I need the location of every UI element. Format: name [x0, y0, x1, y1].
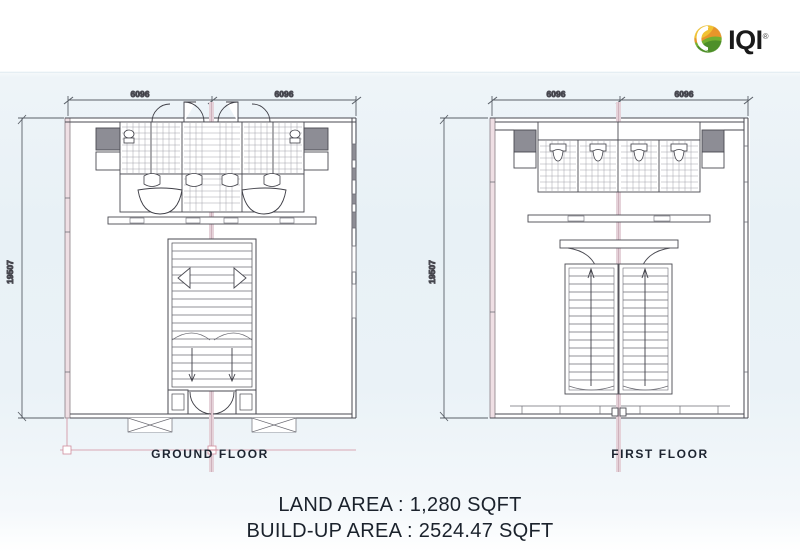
ground-porch-panels	[127, 417, 297, 433]
ground-side-dimension-line	[17, 114, 64, 422]
page-header: IQI®	[0, 0, 800, 72]
brand-logo: IQI®	[693, 22, 769, 55]
ground-hall-markers	[177, 267, 247, 289]
first-wc-fixtures	[549, 143, 688, 162]
ground-floor-drawing: 6096 6096 19507	[5, 89, 362, 472]
iqi-circular-swirl-logo-icon	[694, 24, 723, 53]
first-staircase	[559, 239, 679, 395]
ground-large-fixtures	[137, 187, 287, 215]
first-dim-side: 19507	[427, 260, 437, 284]
first-bathroom-block	[495, 121, 744, 193]
ground-bottom-dimension	[60, 418, 356, 455]
brand-trademark: ®	[762, 32, 769, 41]
brand-name-text: IQI	[728, 25, 763, 55]
first-shafts	[513, 129, 725, 169]
ground-wc-fixtures	[123, 129, 301, 144]
ground-counter-strip	[107, 216, 317, 225]
ground-stair-arrows	[188, 348, 236, 383]
ground-right-wall-openings	[351, 143, 357, 319]
header-divider	[0, 71, 800, 73]
ground-staircase	[167, 238, 257, 392]
first-counter-strip	[527, 214, 711, 223]
ground-stair-treads	[172, 250, 252, 380]
first-bottom-marker	[611, 407, 627, 417]
ground-left-wall-openings	[65, 197, 70, 373]
floor-plans-container: 6096 6096 19507	[0, 72, 800, 472]
ground-door-swings-top	[151, 101, 271, 123]
area-caption: LAND AREA : 1,280 SQFT BUILD-UP AREA : 2…	[0, 492, 800, 544]
ground-dim-side: 19507	[5, 260, 15, 284]
first-stair-arrows	[587, 267, 649, 386]
first-side-dimension-line	[439, 114, 488, 422]
ground-shafts	[95, 127, 329, 171]
first-floor-drawing: 6096 6096 19507	[427, 89, 754, 472]
first-stair-treads	[569, 275, 668, 381]
ground-entrance	[127, 389, 297, 433]
ground-service-block	[95, 101, 329, 225]
ground-basins	[143, 173, 281, 187]
first-dim-top-right: 6096	[675, 89, 694, 99]
land-area-text: LAND AREA : 1,280 SQFT	[278, 494, 522, 516]
first-dim-top-left: 6096	[547, 89, 566, 99]
brand-name: IQI®	[728, 22, 768, 55]
ground-floor-label: GROUND FLOOR	[151, 447, 269, 461]
first-floor-label: FIRST FLOOR	[611, 447, 709, 461]
build-up-area-text: BUILD-UP AREA : 2524.47 SQFT	[246, 520, 554, 542]
ground-dim-top-left: 6096	[131, 89, 150, 99]
first-wall-openings	[490, 145, 748, 373]
ground-dim-top-right: 6096	[275, 89, 294, 99]
